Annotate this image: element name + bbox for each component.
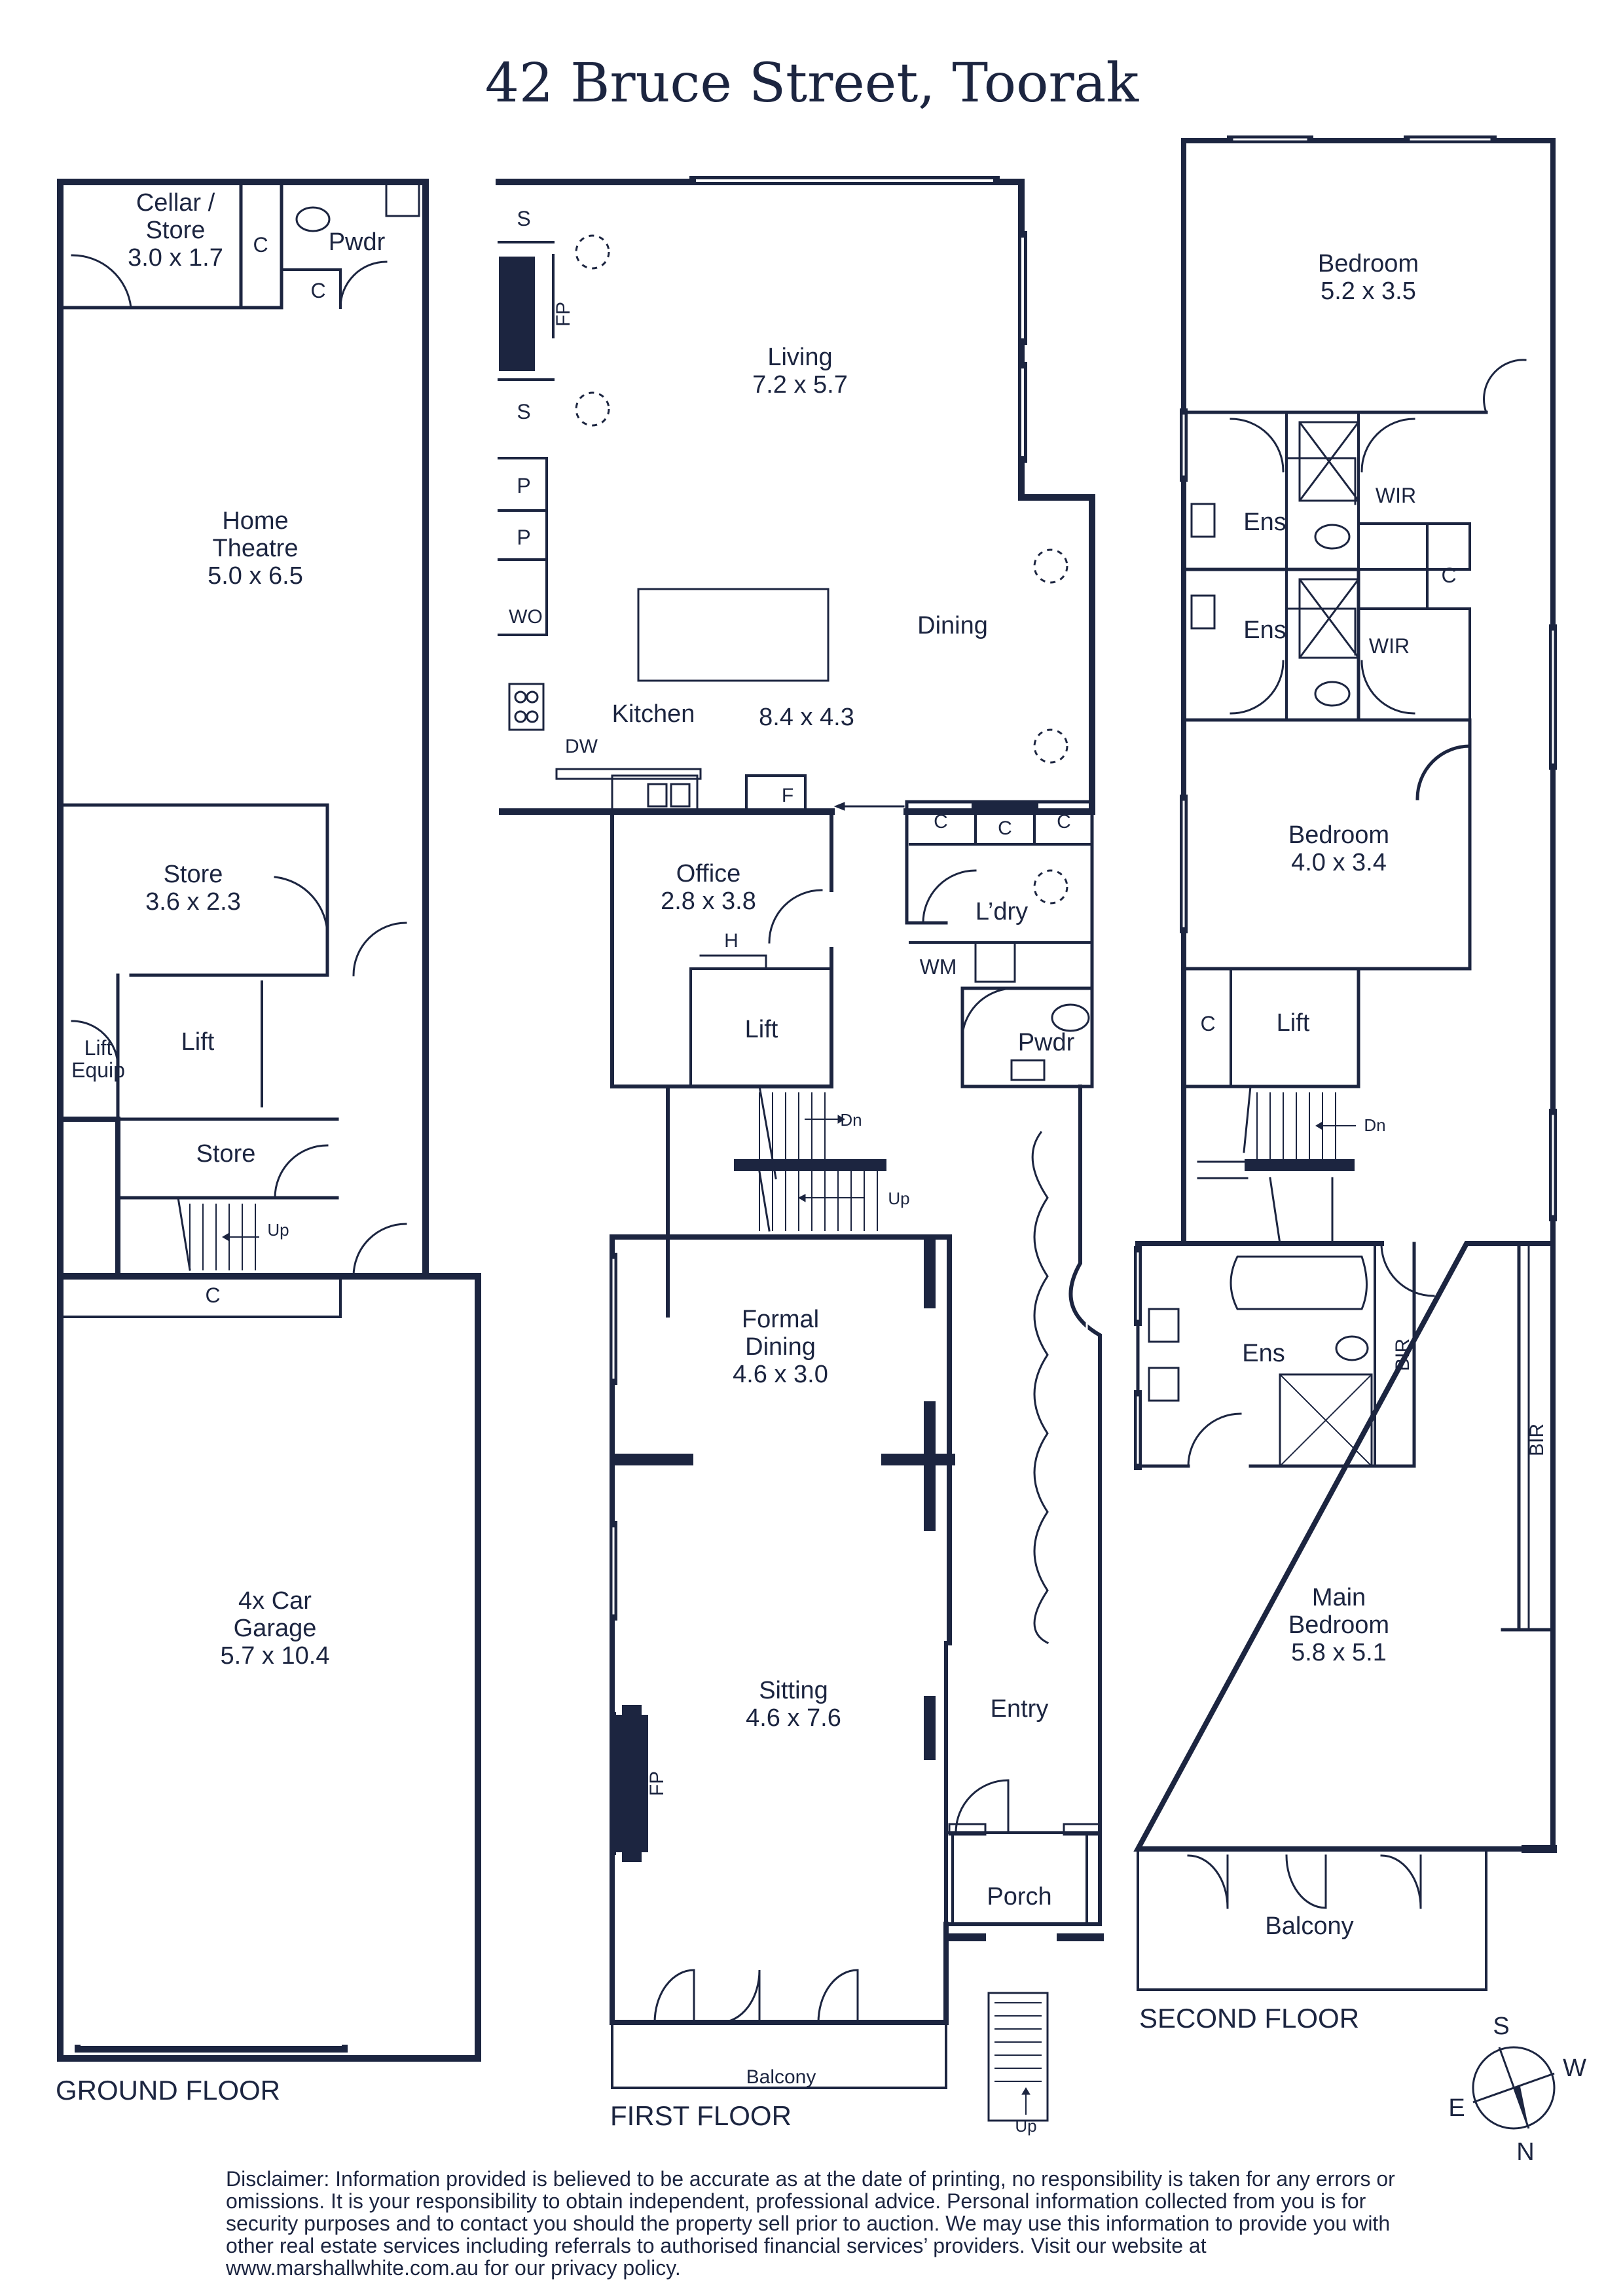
room-dimensions: 3.0 x 1.7 <box>128 244 223 272</box>
room-label: Bedroom <box>1288 1611 1389 1639</box>
room-label: 4x Car <box>238 1587 312 1615</box>
closet-label: C <box>253 233 268 257</box>
cooktop-icon <box>508 683 545 731</box>
balcony-label: Balcony <box>1265 1912 1353 1940</box>
room-dimensions: 2.8 x 3.8 <box>661 888 756 915</box>
fireplace <box>499 257 535 371</box>
room-label: Porch <box>987 1883 1051 1910</box>
room-dimensions: 8.4 x 4.3 <box>759 704 854 731</box>
sink-icon <box>647 783 691 808</box>
room-label: Dining <box>917 612 988 639</box>
room-label: Bedroom <box>1288 821 1389 849</box>
room-dimensions: 5.0 x 6.5 <box>208 562 303 590</box>
room-label: Sitting <box>759 1677 828 1704</box>
wall-oven-label: WO <box>509 606 543 628</box>
stairs-label: Up <box>1015 2116 1036 2136</box>
room-label: Pwdr <box>1018 1029 1075 1056</box>
toilet-icon <box>295 206 331 232</box>
closet-label: C <box>1200 1012 1215 1035</box>
fireplace-label: FP <box>553 302 574 327</box>
fireplace <box>615 1715 648 1852</box>
room-dimensions: 4.6 x 7.6 <box>746 1704 841 1732</box>
page-title: 42 Bruce Street, Toorak <box>485 52 1140 115</box>
floor-label-ground: GROUND FLOOR <box>56 2075 280 2106</box>
closet-label: C <box>998 817 1012 839</box>
room-label: Store <box>196 1140 256 1168</box>
room-label: Store <box>146 217 206 244</box>
second-floor-plan <box>1133 135 1557 1991</box>
room-label: Kitchen <box>612 700 695 728</box>
room-dimensions: 4.6 x 3.0 <box>733 1361 828 1388</box>
room-label: Equip <box>71 1058 125 1082</box>
room-label: Lift <box>1277 1009 1310 1037</box>
stairs-label: Dn <box>1364 1115 1385 1135</box>
compass-icon <box>1472 2046 1556 2130</box>
closet-label: C <box>934 811 948 833</box>
closet-label: C <box>310 279 325 302</box>
stairs-label: Up <box>888 1189 909 1208</box>
room-label: Ens <box>1243 617 1286 644</box>
wir-label: WIR <box>1369 634 1410 658</box>
room-label: Pwdr <box>329 228 386 256</box>
room-dimensions: 5.7 x 10.4 <box>221 1642 330 1670</box>
compass-north: N <box>1516 2138 1534 2166</box>
compass-south: S <box>1493 2013 1509 2040</box>
room-label: Dining <box>745 1333 816 1361</box>
closet-label: C <box>1441 564 1456 587</box>
light-icon <box>575 234 1068 905</box>
wir-label: WIR <box>1376 484 1416 507</box>
first-floor-plan <box>496 176 1104 2122</box>
washing-machine-label: WM <box>920 955 957 978</box>
room-label: Lift <box>745 1016 778 1043</box>
room-label: Living <box>767 344 832 371</box>
toilet-icon <box>1314 524 1369 1361</box>
dishwasher-label: DW <box>565 736 598 757</box>
room-label: Home <box>222 507 288 535</box>
pantry-label: P <box>517 526 530 549</box>
heater-label: H <box>724 930 739 952</box>
room-label: Cellar / <box>136 189 215 217</box>
floor-label-first: FIRST FLOOR <box>610 2100 792 2131</box>
disclaimer-text: Disclaimer: Information provided is beli… <box>226 2167 1395 2280</box>
fridge-label: F <box>782 785 793 806</box>
room-label: Formal <box>742 1306 819 1333</box>
room-label: Bedroom <box>1318 250 1419 278</box>
balcony-label: Balcony <box>746 2066 816 2088</box>
floor-label-second: SECOND FLOOR <box>1139 2003 1359 2034</box>
room-dimensions: 3.6 x 2.3 <box>145 888 241 916</box>
shower-icon <box>1298 421 1360 659</box>
closet-label: C <box>1057 811 1071 833</box>
room-label: Garage <box>234 1615 317 1642</box>
toilet-icon <box>1051 1003 1090 1032</box>
ground-floor-plan <box>57 179 481 2062</box>
room-label: Lift <box>84 1036 113 1060</box>
room-label: Ens <box>1242 1340 1285 1367</box>
shelf-label: S <box>517 207 530 230</box>
stairs-label: Dn <box>840 1110 862 1130</box>
room-dimensions: 5.8 x 5.1 <box>1291 1639 1387 1666</box>
room-label: Store <box>164 861 223 888</box>
room-label: Ens <box>1243 509 1286 536</box>
room-dimensions: 4.0 x 3.4 <box>1291 849 1387 876</box>
closet-label: C <box>205 1283 220 1307</box>
room-label: Main <box>1312 1584 1366 1611</box>
room-label: L’dry <box>976 898 1028 925</box>
compass-east: E <box>1448 2094 1465 2122</box>
fireplace-label: FP <box>646 1771 668 1796</box>
bir-label: BIR <box>1392 1338 1413 1371</box>
room-dimensions: 5.2 x 3.5 <box>1321 278 1416 305</box>
compass-west: W <box>1563 2054 1586 2082</box>
room-label: Office <box>676 860 741 888</box>
room-label: Lift <box>181 1028 215 1056</box>
room-dimensions: 7.2 x 5.7 <box>752 371 848 399</box>
stairs-label: Up <box>267 1220 289 1240</box>
pantry-label: P <box>517 474 530 497</box>
shelf-label: S <box>517 400 530 423</box>
bir-label: BIR <box>1526 1424 1548 1456</box>
room-label: Entry <box>991 1695 1049 1723</box>
room-label: Theatre <box>213 535 299 562</box>
